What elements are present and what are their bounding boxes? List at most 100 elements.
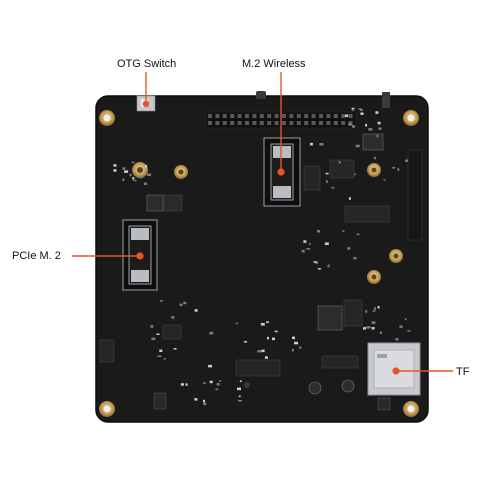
smd-component bbox=[133, 179, 137, 182]
smd-component bbox=[203, 402, 207, 406]
smd-component bbox=[404, 318, 407, 320]
smd-component bbox=[379, 331, 382, 334]
header-pin bbox=[230, 114, 235, 118]
smd-component bbox=[352, 125, 355, 128]
smd-component bbox=[257, 350, 262, 353]
header-pin bbox=[215, 121, 220, 125]
smd-component bbox=[376, 134, 379, 138]
smd-component bbox=[235, 322, 238, 325]
smd-component bbox=[113, 164, 117, 167]
smd-component bbox=[301, 249, 305, 253]
smd-component bbox=[292, 336, 295, 340]
smd-component bbox=[372, 310, 376, 312]
smd-component bbox=[180, 383, 184, 386]
smd-component bbox=[378, 127, 382, 130]
smd-component bbox=[260, 323, 265, 326]
header-pin bbox=[259, 114, 264, 118]
bottom-component bbox=[244, 382, 250, 388]
smd-component bbox=[202, 382, 206, 384]
right-header bbox=[407, 149, 423, 241]
label-m2-wireless: M.2 Wireless bbox=[242, 58, 306, 70]
smd-component bbox=[351, 107, 355, 110]
smd-component bbox=[208, 364, 213, 368]
smd-component bbox=[338, 161, 341, 164]
smd-component bbox=[303, 240, 307, 243]
smd-component bbox=[238, 400, 242, 402]
smd-component bbox=[132, 177, 135, 180]
mount-hole-icon bbox=[99, 401, 115, 417]
header-pin bbox=[267, 114, 272, 118]
smd-component bbox=[244, 341, 247, 343]
smd-component bbox=[317, 230, 320, 233]
smd-component bbox=[348, 197, 351, 200]
chip bbox=[377, 397, 391, 411]
smd-component bbox=[209, 380, 213, 384]
smd-component bbox=[399, 325, 403, 328]
chip bbox=[235, 359, 281, 377]
smd-component bbox=[147, 173, 151, 176]
smd-component bbox=[150, 325, 154, 328]
smd-component bbox=[315, 261, 319, 264]
smd-component bbox=[139, 175, 143, 179]
smd-component bbox=[183, 301, 187, 305]
smd-component bbox=[347, 247, 351, 250]
smd-component bbox=[374, 307, 376, 310]
smd-component bbox=[363, 327, 366, 330]
header-pin bbox=[326, 121, 331, 125]
smd-component bbox=[239, 380, 242, 382]
smd-component bbox=[219, 380, 222, 382]
smd-component bbox=[237, 387, 241, 391]
chip bbox=[321, 355, 359, 369]
smd-component bbox=[122, 178, 125, 181]
smd-component bbox=[179, 303, 183, 307]
smd-component bbox=[299, 346, 302, 349]
chip bbox=[163, 194, 183, 212]
header-pin bbox=[333, 121, 338, 125]
label-pcie-m2: PCIe M. 2 bbox=[12, 250, 61, 262]
smd-component bbox=[319, 143, 324, 146]
smd-component bbox=[360, 109, 364, 111]
header-pin bbox=[348, 114, 353, 118]
header-pin bbox=[252, 114, 257, 118]
header-pin-row bbox=[208, 114, 353, 125]
smd-component bbox=[397, 168, 400, 171]
smd-component bbox=[351, 109, 354, 111]
smd-component bbox=[373, 156, 376, 160]
smd-component bbox=[324, 242, 329, 245]
header-pin bbox=[282, 121, 286, 125]
header-pin bbox=[341, 121, 346, 125]
header-pin bbox=[222, 114, 227, 118]
standoff-pad-icon bbox=[367, 163, 381, 177]
smd-component bbox=[209, 331, 214, 335]
smd-component bbox=[131, 161, 135, 164]
smd-component bbox=[325, 180, 328, 183]
smd-component bbox=[325, 172, 329, 175]
header-pin bbox=[274, 114, 279, 118]
header-pin bbox=[289, 121, 294, 125]
chip bbox=[99, 339, 115, 363]
bottom-component bbox=[341, 379, 355, 393]
smd-component bbox=[143, 182, 147, 185]
smd-component bbox=[371, 327, 375, 330]
header-pin bbox=[245, 121, 249, 125]
header-pin bbox=[230, 121, 235, 125]
smd-component bbox=[194, 309, 198, 312]
smd-component bbox=[159, 300, 163, 302]
smd-component bbox=[157, 355, 162, 357]
smd-component bbox=[294, 341, 298, 345]
chip bbox=[146, 194, 164, 212]
smd-component bbox=[377, 306, 380, 309]
standoff-pad-icon bbox=[367, 270, 381, 284]
marker-pcie-icon bbox=[136, 252, 144, 260]
smd-component bbox=[185, 383, 188, 386]
header-pin bbox=[311, 114, 316, 118]
header-pin bbox=[296, 114, 301, 118]
smd-component bbox=[308, 243, 311, 245]
header-pin bbox=[267, 121, 272, 125]
chip bbox=[329, 159, 355, 179]
standoff-pad-icon bbox=[174, 165, 188, 179]
marker-tf-icon bbox=[392, 367, 400, 375]
smd-component bbox=[124, 170, 129, 173]
smd-component bbox=[261, 349, 265, 353]
smd-component bbox=[360, 112, 364, 115]
